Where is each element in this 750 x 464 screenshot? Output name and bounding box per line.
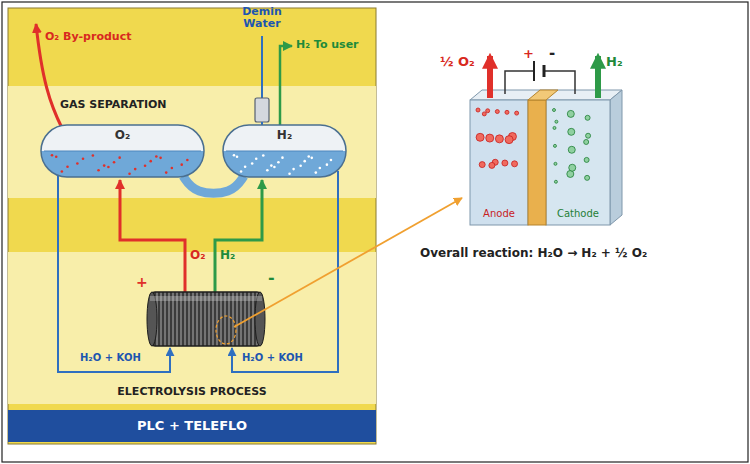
- polarity-sign: -: [268, 268, 275, 287]
- gas-label: H₂: [606, 54, 623, 70]
- electrode-label: Cathode: [557, 208, 599, 220]
- wire: [544, 71, 575, 94]
- vessel-label: H₂: [277, 128, 292, 142]
- o2-gas-line: [120, 180, 185, 292]
- polarity-sign: +: [523, 46, 534, 62]
- gas-label: H₂: [220, 248, 235, 262]
- section-band-fill: [8, 86, 376, 198]
- membrane: [528, 90, 558, 100]
- h2-outlet-line: [280, 46, 292, 126]
- electrode-label: Anode: [483, 208, 515, 220]
- battery-symbol: [533, 61, 535, 81]
- section-title: PLC + TELEFLO: [137, 418, 247, 434]
- membrane: [528, 100, 546, 225]
- anode-compartment-fill: [470, 100, 528, 225]
- reaction-equation: Overall reaction: H₂O → H₂ + ½ O₂: [420, 246, 647, 260]
- water-feed-line: [261, 36, 263, 98]
- section-band-fill: [8, 252, 376, 404]
- flow-label: H₂O + KOH: [78, 352, 143, 364]
- section-title: ELECTROLYSIS PROCESS: [117, 385, 266, 398]
- detail-leader: [234, 198, 462, 327]
- product-label: O₂ By-product: [45, 30, 131, 43]
- electrolyte-return: [58, 176, 170, 372]
- separator-vessel: O₂: [40, 124, 205, 178]
- product-label: H₂ To user: [296, 38, 359, 51]
- battery-symbol: [543, 65, 546, 77]
- gas-bubbles: [476, 108, 591, 183]
- gas-label: O₂: [190, 248, 205, 262]
- connecting-pipe: [183, 176, 244, 193]
- cathode-compartment-fill: [546, 100, 610, 225]
- process-panel: [8, 8, 376, 444]
- polarity-sign: +: [136, 274, 148, 291]
- polarity-sign: -: [549, 44, 555, 62]
- feed-label: Demin Water: [241, 6, 283, 29]
- anode-compartment: Anode: [470, 100, 528, 225]
- cathode-compartment: Cathode: [546, 100, 610, 225]
- h2-release-arrow: [595, 56, 601, 98]
- vessel-label: O₂: [115, 128, 130, 142]
- detail-marker: [216, 316, 236, 344]
- control-bar: PLC + TELEFLO: [8, 410, 376, 442]
- section-band: ELECTROLYSIS PROCESS: [8, 252, 376, 404]
- filter-symbol: [255, 98, 269, 122]
- o2-release-arrow: [487, 56, 493, 98]
- control-bar-fill: [8, 410, 376, 442]
- section-band: O₂ H₂ GAS SEPARATION: [8, 86, 376, 198]
- section-title: GAS SEPARATION: [60, 98, 167, 111]
- wire: [505, 71, 534, 94]
- gas-label: ½ O₂: [440, 54, 475, 70]
- electrolysis-cell: [470, 90, 622, 225]
- separator-vessel: H₂: [222, 124, 347, 178]
- flow-label: H₂O + KOH: [240, 352, 305, 364]
